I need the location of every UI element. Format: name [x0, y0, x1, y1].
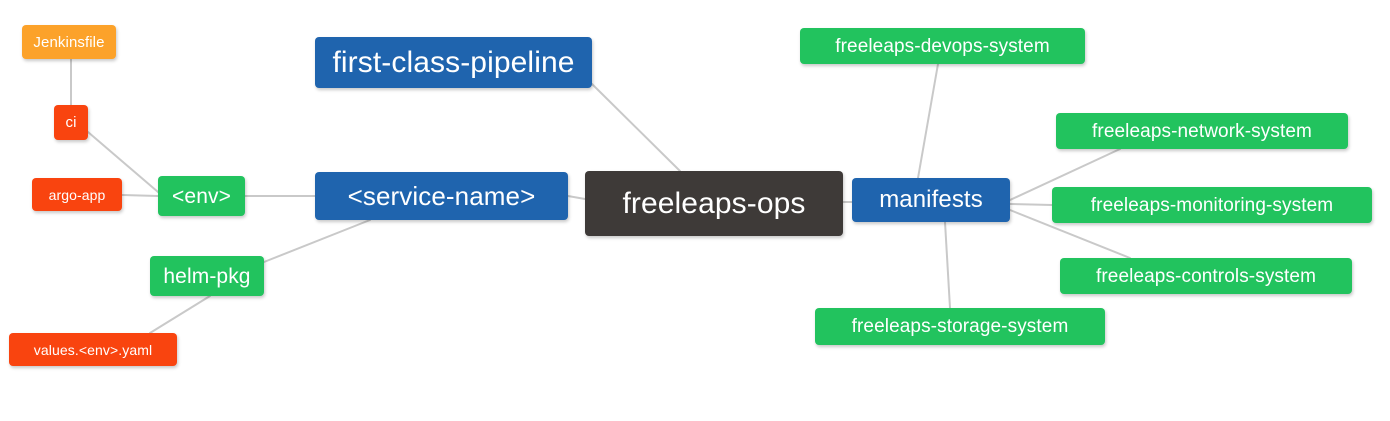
edge-service-name-to-freeleaps-ops — [567, 195, 586, 200]
node-label-first-class-pipeline: first-class-pipeline — [332, 45, 575, 79]
edge-helm-pkg-to-service-name — [263, 219, 371, 263]
node-service-name[interactable]: <service-name> — [315, 172, 568, 220]
edge-first-class-pipeline-to-freeleaps-ops — [591, 83, 681, 172]
edge-manifests-to-freeleaps-devops-system — [917, 63, 939, 179]
node-label-argo-app: argo-app — [48, 186, 106, 203]
node-env[interactable]: <env> — [158, 176, 245, 216]
node-freeleaps-monitoring-system[interactable]: freeleaps-monitoring-system — [1052, 187, 1372, 223]
node-label-service-name: <service-name> — [347, 181, 536, 211]
node-freeleaps-controls-system[interactable]: freeleaps-controls-system — [1060, 258, 1352, 294]
node-freeleaps-storage-system[interactable]: freeleaps-storage-system — [815, 308, 1105, 345]
edge-values-yaml-to-helm-pkg — [149, 295, 211, 334]
node-jenkinsfile[interactable]: Jenkinsfile — [22, 25, 116, 59]
node-label-freeleaps-ops: freeleaps-ops — [622, 186, 806, 220]
edge-manifests-to-freeleaps-storage-system — [944, 221, 951, 309]
node-label-freeleaps-network-system: freeleaps-network-system — [1092, 120, 1312, 142]
node-label-freeleaps-monitoring-system: freeleaps-monitoring-system — [1090, 194, 1334, 216]
node-values-yaml[interactable]: values.<env>.yaml — [9, 333, 177, 366]
node-freeleaps-network-system[interactable]: freeleaps-network-system — [1056, 113, 1348, 149]
node-argo-app[interactable]: argo-app — [32, 178, 122, 211]
node-freeleaps-devops-system[interactable]: freeleaps-devops-system — [800, 28, 1085, 64]
node-first-class-pipeline[interactable]: first-class-pipeline — [315, 37, 592, 88]
node-label-freeleaps-storage-system: freeleaps-storage-system — [851, 316, 1069, 337]
node-label-freeleaps-devops-system: freeleaps-devops-system — [835, 35, 1050, 57]
node-label-manifests: manifests — [879, 186, 983, 213]
node-manifests[interactable]: manifests — [852, 178, 1010, 222]
edge-argo-app-to-env — [121, 194, 159, 197]
node-label-values-yaml: values.<env>.yaml — [33, 341, 153, 358]
node-label-helm-pkg: helm-pkg — [163, 264, 251, 288]
node-label-jenkinsfile: Jenkinsfile — [33, 33, 105, 51]
node-label-ci: ci — [65, 114, 77, 131]
node-ci[interactable]: ci — [54, 105, 88, 140]
node-label-env: <env> — [172, 184, 231, 208]
node-freeleaps-ops[interactable]: freeleaps-ops — [585, 171, 843, 236]
node-helm-pkg[interactable]: helm-pkg — [150, 256, 264, 296]
edge-manifests-to-freeleaps-monitoring-system — [1009, 203, 1053, 206]
node-label-freeleaps-controls-system: freeleaps-controls-system — [1095, 265, 1317, 287]
